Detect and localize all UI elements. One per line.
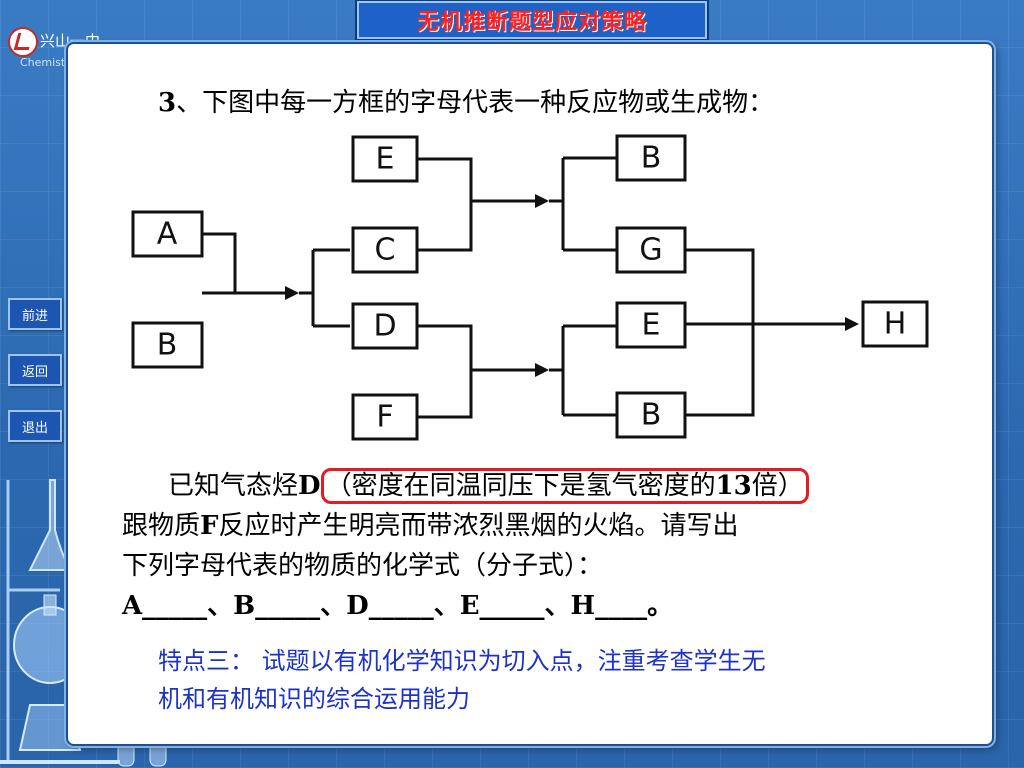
slide-title-bar: 无机推断题型应对策略 [355, 0, 709, 41]
density-text-post: 倍） [751, 471, 804, 501]
exit-button[interactable]: 退出 [8, 410, 62, 442]
answer-blanks: A_____、B_____、D_____、E_____、H____。 [122, 591, 674, 621]
feature-line-1: 特点三： 试题以有机化学知识为切入点，注重考查学生无 [158, 647, 766, 675]
diagram-node-a: A [131, 210, 204, 258]
diagram-node-e-mid: E [615, 301, 687, 349]
node-label-a: A [157, 217, 178, 252]
body-line-2: 跟物质F反应时产生明亮而带浓烈黑烟的火焰。请写出 [122, 506, 942, 546]
logo-subtitle: Chemistry [20, 56, 77, 69]
question-title: 3、下图中每一方框的字母代表一种反应物或生成物： [158, 82, 774, 119]
diagram-node-f: F [351, 393, 419, 441]
diagram-node-h: H [861, 300, 929, 348]
node-label-b-left: B [157, 328, 178, 363]
feature-line-2: 机和有机知识的综合运用能力 [158, 685, 470, 713]
forward-button[interactable]: 前进 [8, 298, 62, 330]
density-highlight: （密度在同温同压下是氢气密度的13倍） [320, 468, 809, 504]
question-text: 、下图中每一方框的字母代表一种反应物或生成物： [176, 88, 775, 118]
back-button[interactable]: 返回 [8, 354, 62, 386]
question-body: 已知气态烃D（密度在同温同压下是氢气密度的13倍） 跟物质F反应时产生明亮而带浓… [122, 466, 942, 626]
body-line-3: 下列字母代表的物质的化学式（分子式）： [122, 551, 604, 581]
diagram-node-d: D [351, 302, 419, 350]
node-label-e-top: E [376, 142, 395, 177]
node-label-b-bottom: B [641, 398, 662, 433]
body-line-2-bold: F [200, 511, 219, 541]
diagram-node-g: G [615, 226, 687, 274]
diagram-node-e-top: E [351, 135, 419, 183]
body-line-2-pre: 跟物质 [122, 511, 201, 541]
body-line-1: 已知气态烃D（密度在同温同压下是氢气密度的13倍） [122, 466, 942, 506]
feature-note: 特点三： 试题以有机化学知识为切入点，注重考查学生无 机和有机知识的综合运用能力 [158, 642, 958, 718]
body-line-1-prefix: 已知气态烃 [168, 471, 299, 501]
node-label-c: C [375, 233, 396, 268]
density-number: 13 [715, 471, 752, 501]
node-label-g: G [639, 233, 662, 268]
diagram-node-c: C [351, 226, 419, 274]
diagram-node-b-top: B [615, 134, 687, 182]
diagram-node-b-bottom: B [615, 391, 687, 439]
node-label-f: F [376, 400, 393, 435]
reaction-flow-diagram: A B E C D F B G E B H [117, 133, 933, 445]
slide-title: 无机推断题型应对策略 [416, 10, 647, 35]
body-line-1-bold: D [298, 471, 321, 501]
node-label-d: D [373, 309, 396, 344]
node-label-h: H [884, 307, 907, 342]
question-number: 3 [158, 88, 177, 118]
diagram-node-b-left: B [131, 321, 204, 369]
node-label-e-mid: E [642, 308, 661, 343]
node-label-b-top: B [641, 141, 662, 176]
logo-emblem-icon [8, 27, 38, 57]
density-text-pre: （密度在同温同压下是氢气密度的 [325, 471, 716, 501]
body-line-2-post: 反应时产生明亮而带浓烈黑烟的火焰。请写出 [218, 511, 739, 541]
